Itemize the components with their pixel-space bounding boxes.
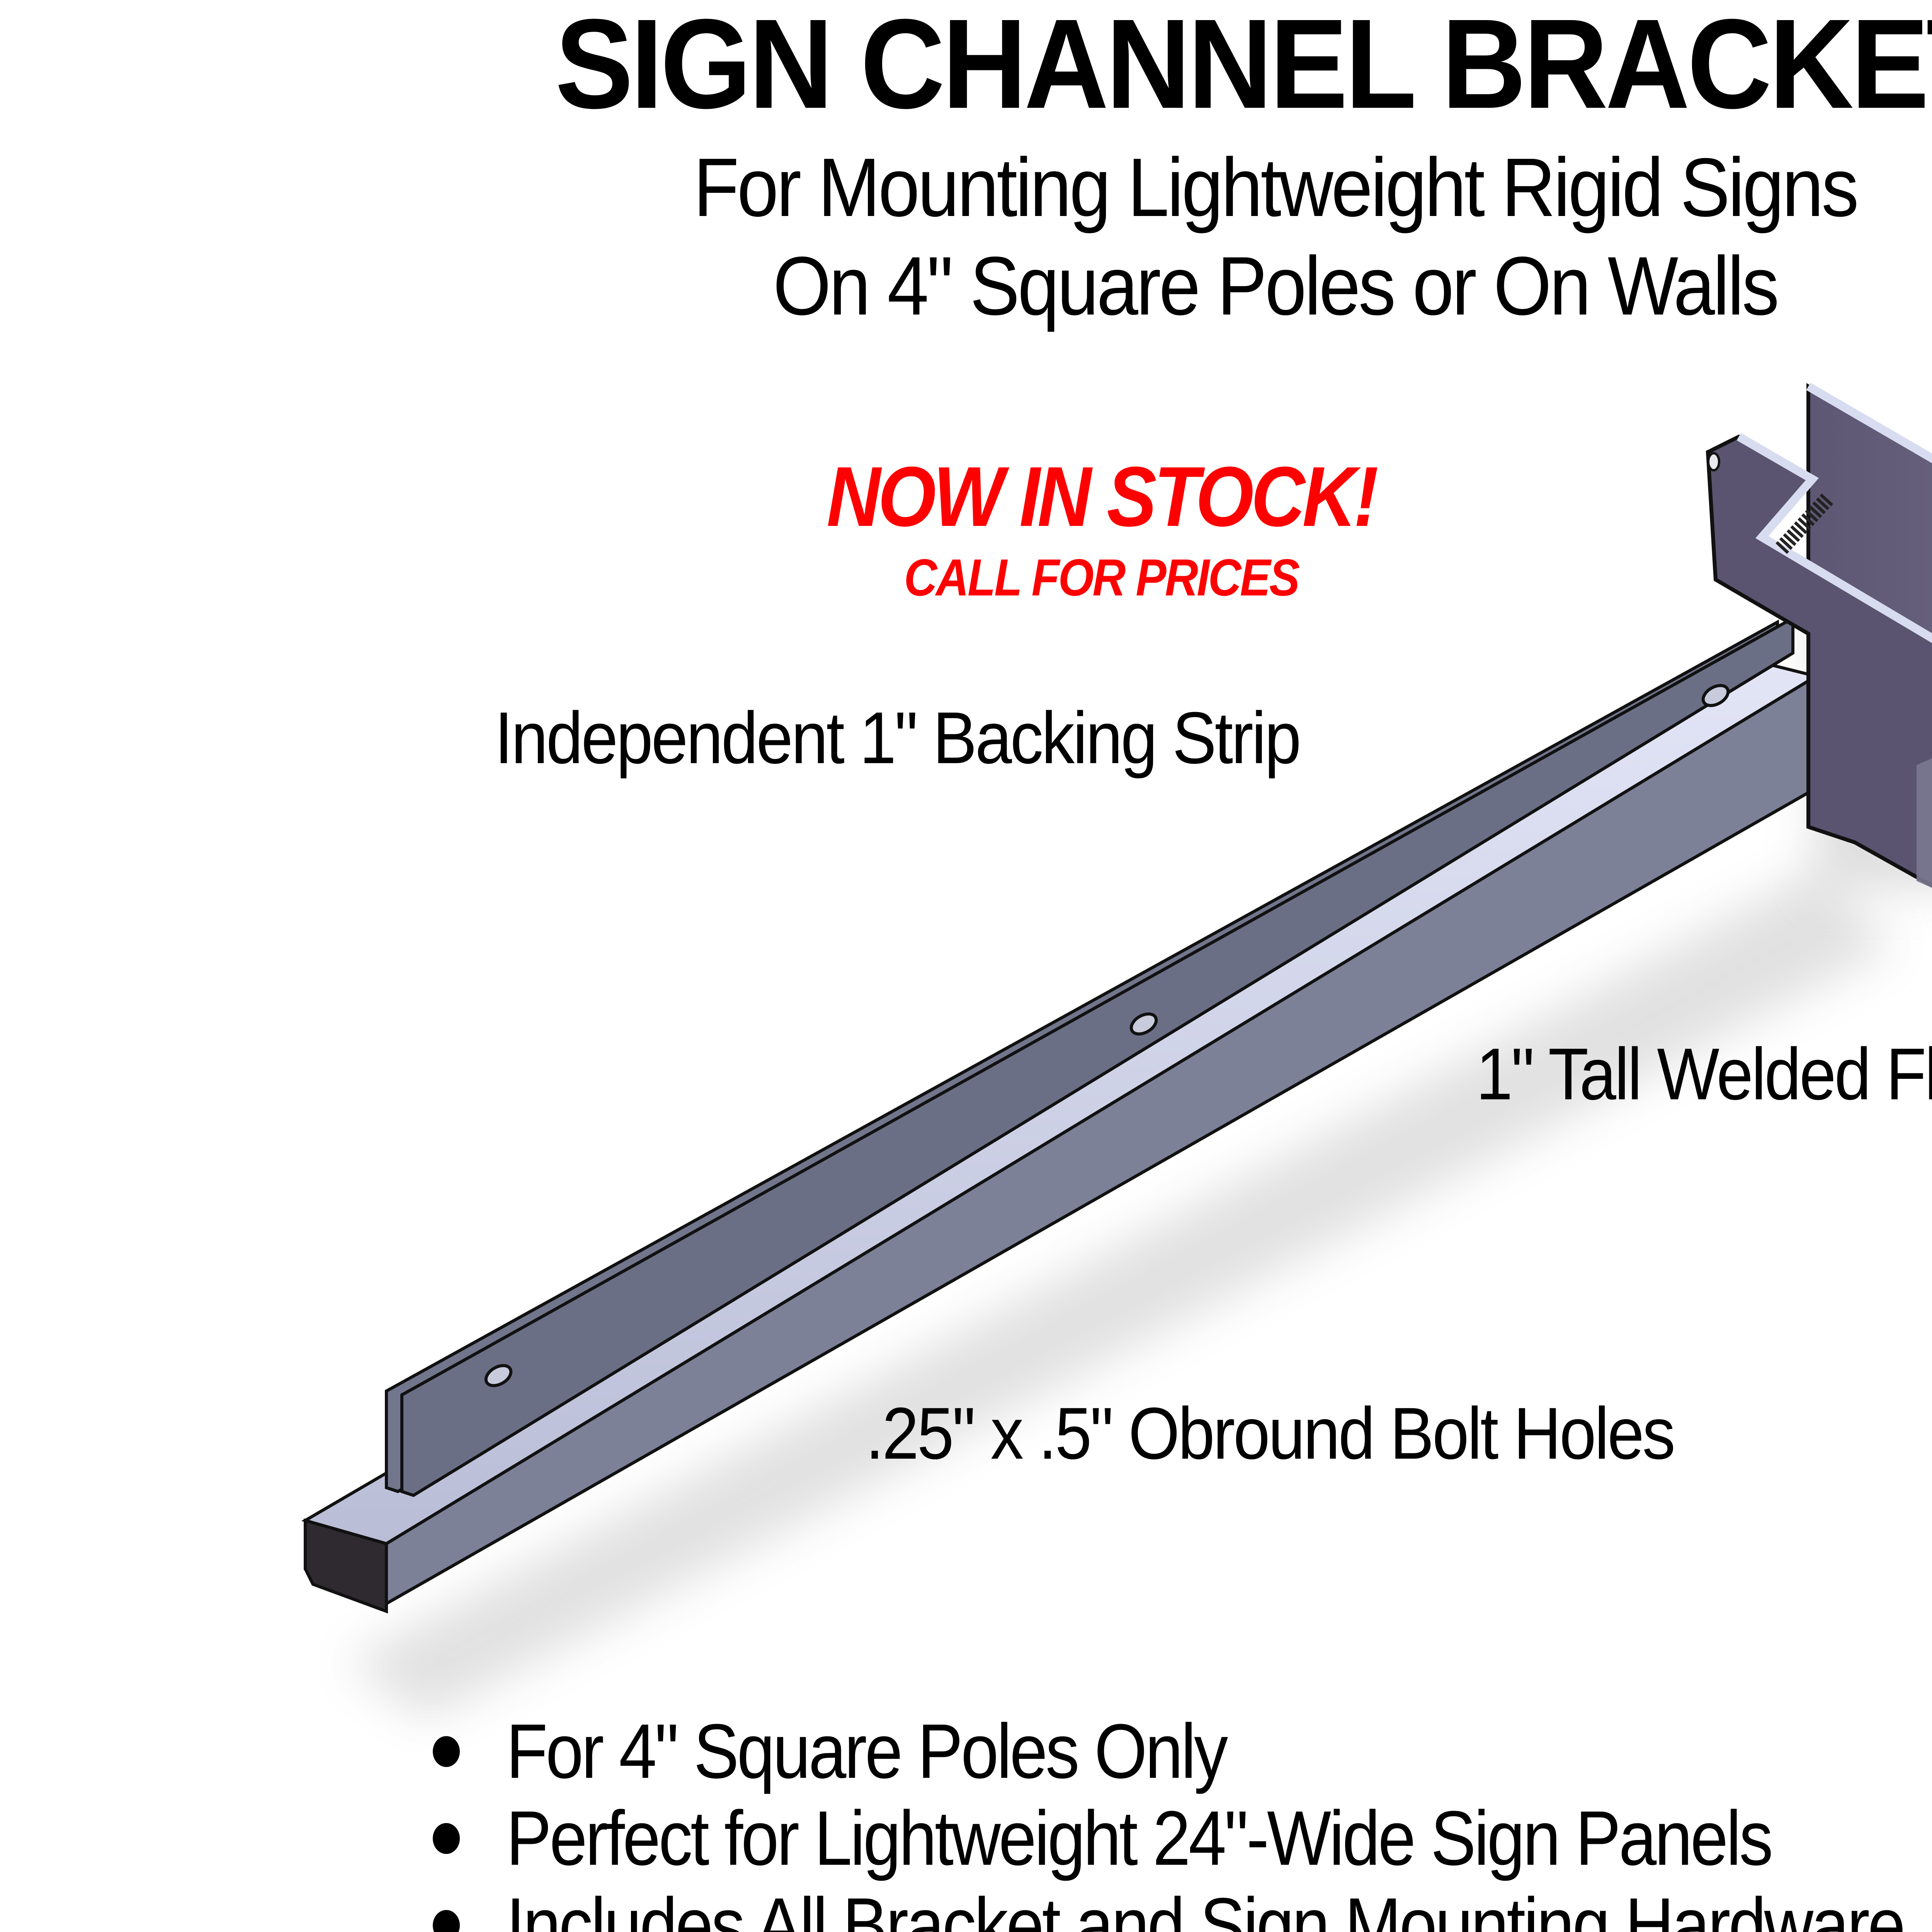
threaded-bolt-icon (1776, 493, 1833, 554)
callout-bolt-holes: .25" x .5" Obround Bolt Holes (866, 1393, 1675, 1475)
in-stock-headline: NOW IN STOCK! (827, 449, 1378, 544)
arm-shadow (348, 869, 1893, 1719)
bullet-icon (433, 1736, 460, 1767)
callout-backing-strip: Independent 1" Backing Strip (495, 697, 1301, 779)
clamp-fold (1917, 758, 1932, 888)
feature-list: For 4" Square Poles Only Perfect for Lig… (433, 1708, 1932, 1932)
subtitle-line-2: On 4" Square Poles or On Walls (773, 239, 1779, 332)
clamp-hole-icon (1707, 452, 1720, 471)
subtitle-line-1: For Mounting Lightweight Rigid Signs (693, 141, 1859, 234)
obround-hole-icon (1701, 684, 1730, 707)
backing-strip (400, 616, 1794, 1497)
clamp-front-edge (1736, 433, 1932, 643)
arm-end-cap (304, 1518, 388, 1614)
feature-item: Includes All Bracket and Sign Mounting H… (433, 1882, 1932, 1932)
obround-hole-icon (484, 1364, 513, 1387)
feature-text: For 4" Square Poles Only (506, 1708, 1228, 1794)
callout-welded-flange: 1" Tall Welded Flange (1476, 1033, 1932, 1115)
call-for-prices: CALL FOR PRICES (904, 548, 1300, 607)
feature-text: Includes All Bracket and Sign Mounting H… (506, 1882, 1905, 1932)
bullet-icon (433, 1910, 460, 1932)
bullet-icon (433, 1823, 460, 1854)
feature-text: Perfect for Lightweight 24"-Wide Sign Pa… (506, 1795, 1773, 1881)
clamp-back-edge (1806, 383, 1932, 463)
feature-item: Perfect for Lightweight 24"-Wide Sign Pa… (433, 1795, 1932, 1882)
feature-item: For 4" Square Poles Only (433, 1708, 1932, 1795)
page-title: SIGN CHANNEL BRACKET (555, 0, 1932, 135)
obround-hole-icon (1129, 1012, 1158, 1036)
